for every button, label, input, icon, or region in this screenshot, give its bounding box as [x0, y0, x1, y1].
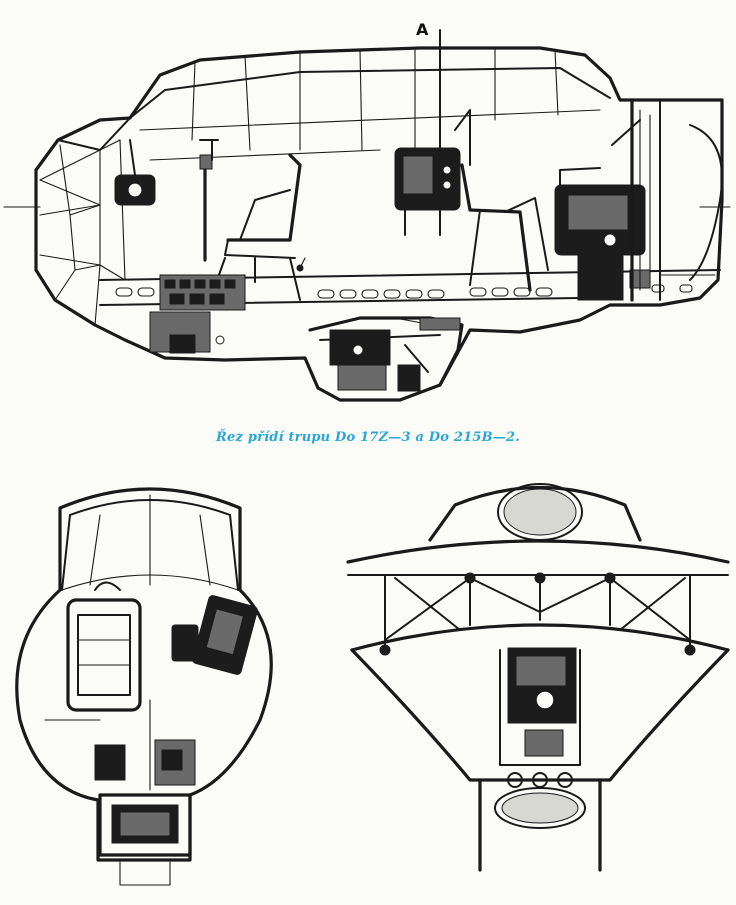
pilot-seat	[209, 153, 306, 301]
nose-glazing	[39, 117, 131, 326]
rear-equipment	[554, 167, 651, 301]
instrument-panel	[149, 274, 246, 354]
front-section-view	[15, 487, 273, 886]
side-cutaway	[3, 29, 731, 402]
nose-gun-mount	[114, 139, 156, 206]
marker-label-a: A	[416, 20, 429, 39]
control-column	[199, 139, 219, 262]
fuselage-outline	[34, 46, 724, 402]
radio-unit-a	[394, 29, 461, 236]
rear-section-view	[346, 483, 730, 872]
rear-bulkhead	[611, 98, 723, 302]
floor-portholes	[115, 284, 693, 299]
truss-frame	[384, 574, 691, 651]
ventral-gondola	[308, 316, 464, 392]
figure-caption: Řez přídí trupu Do 17Z—3 a Do 215B—2.	[216, 430, 520, 445]
